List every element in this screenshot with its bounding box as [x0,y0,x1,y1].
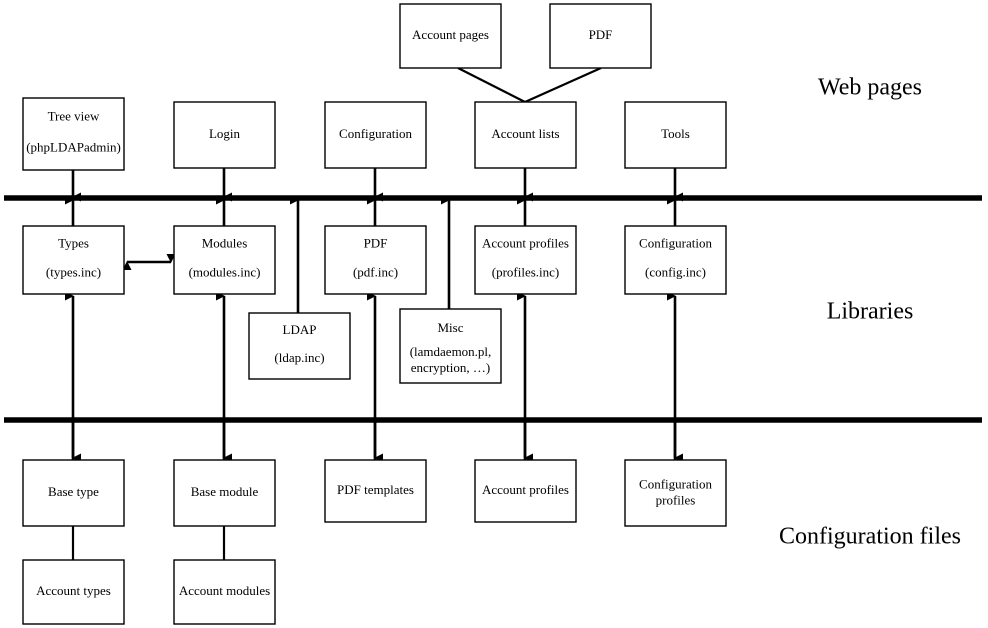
node-label-misc-lib: Misc [438,320,464,335]
node-label-configuration-profiles-files: profiles [656,492,696,507]
node-label-modules-lib: Modules [202,235,248,250]
node-label-ldap-lib: LDAP [283,322,317,337]
node-label-pdf-lib: PDF [364,235,388,250]
node-account-profiles-files[interactable]: Account profiles [474,459,577,523]
node-box-misc-lib [399,308,502,384]
node-account-modules[interactable]: Account modules [173,559,276,625]
node-box-login [173,101,276,169]
node-configuration-lib[interactable]: Configuration (config.inc) [624,225,727,295]
node-box-base-module [173,459,276,527]
node-label-account-profiles-files: Account profiles [482,482,569,497]
node-box-account-types [22,559,125,625]
node-sublabel-pdf-lib: (pdf.inc) [353,265,398,280]
node-label-account-modules: Account modules [179,583,270,598]
node-sublabel-ldap-lib: (ldap.inc) [274,350,324,365]
connector-pdf-page-to-account-lists [524,66,602,104]
node-base-module[interactable]: Base module [173,459,276,527]
node-ldap-lib[interactable]: LDAP (ldap.inc) [248,312,351,380]
node-base-type[interactable]: Base type [22,459,125,527]
node-label-base-type: Base type [48,484,99,499]
node-account-lists[interactable]: Account lists [474,101,577,169]
node-label-tree-view: Tree view [48,108,100,123]
node-box-pdf-templates [324,459,427,523]
node-label-account-profiles-lib: Account profiles [482,235,569,250]
node-tools[interactable]: Tools [624,101,727,169]
node-box-ldap-lib [248,312,351,380]
node-label-tools: Tools [661,126,690,141]
node-label-account-types: Account types [36,583,111,598]
node-label-account-pages: Account pages [412,27,489,42]
node-box-account-lists [474,101,577,169]
node-box-configuration-page [324,101,427,169]
node-label-configuration-profiles-files: Configuration [639,476,712,491]
layer-separator-bars [4,195,982,423]
node-box-configuration-lib [624,225,727,295]
node-configuration-page[interactable]: Configuration [324,101,427,169]
node-box-pdf-lib [324,225,427,295]
node-sublabel-modules-lib: (modules.inc) [189,265,261,280]
node-box-account-pages [399,3,502,69]
node-sublabel-tree-view: (phpLDAPadmin) [26,139,121,154]
node-pdf-lib[interactable]: PDF (pdf.inc) [324,225,427,295]
node-box-modules-lib [173,225,276,295]
node-label-pdf-templates: PDF templates [337,482,414,497]
connector-account-pages-to-account-lists [457,67,526,103]
node-box-tree-view [22,97,125,171]
node-tree-view[interactable]: Tree view (phpLDAPadmin) [22,97,125,171]
node-label-account-lists: Account lists [491,126,559,141]
node-label-configuration-lib: Configuration [639,235,712,250]
node-sublabel-configuration-lib: (config.inc) [645,265,706,280]
node-sublabel-misc-lib: (lamdaemon.pl, [410,344,492,359]
node-pdf-templates[interactable]: PDF templates [324,459,427,523]
layer-label-libraries: Libraries [827,299,914,325]
node-sublabel-types-lib: (types.inc) [46,265,101,280]
node-account-types[interactable]: Account types [22,559,125,625]
node-box-base-type [22,459,125,527]
node-box-account-profiles-files [474,459,577,523]
node-box-account-profiles-lib [474,225,577,295]
node-box-tools [624,101,727,169]
node-pdf-page[interactable]: PDF [549,3,652,69]
node-sublabel-misc-lib: encryption, …) [411,360,490,375]
node-box-configuration-profiles-files [624,459,727,527]
node-label-login: Login [209,126,241,141]
connections-layer [65,66,683,560]
node-login[interactable]: Login [173,101,276,169]
node-label-types-lib: Types [58,235,89,250]
node-box-types-lib [22,225,125,295]
node-modules-lib[interactable]: Modules (modules.inc) [173,225,276,295]
node-misc-lib[interactable]: Misc (lamdaemon.pl,encryption, …) [399,308,502,384]
layer-label-configuration-files: Configuration files [779,524,961,550]
node-sublabel-account-profiles-lib: (profiles.inc) [492,265,560,280]
node-box-pdf-page [549,3,652,69]
node-box-account-modules [173,559,276,625]
node-label-configuration-page: Configuration [339,126,412,141]
node-label-base-module: Base module [191,484,259,499]
node-types-lib[interactable]: Types (types.inc) [22,225,125,295]
node-account-pages[interactable]: Account pages [399,3,502,69]
layer-label-web-pages: Web pages [818,75,922,101]
node-account-profiles-lib[interactable]: Account profiles (profiles.inc) [474,225,577,295]
node-label-pdf-page: PDF [589,27,613,42]
